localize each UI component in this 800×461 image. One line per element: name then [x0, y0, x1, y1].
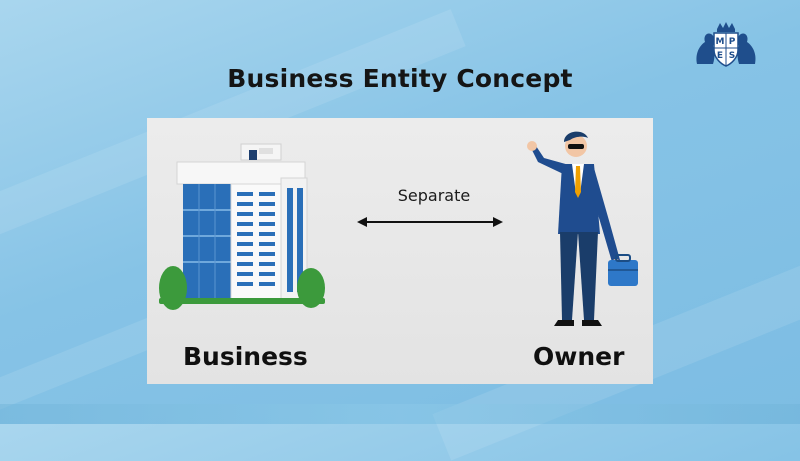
logo-letter: E — [717, 51, 723, 61]
logo-letter: S — [729, 51, 735, 61]
logo-letter: M — [716, 37, 725, 47]
business-label: Business — [183, 342, 308, 371]
page-title: Business Entity Concept — [227, 64, 573, 93]
logo-letter: P — [729, 37, 736, 47]
mpes-logo: M P E S — [696, 22, 756, 67]
separator-label: Separate — [397, 186, 471, 205]
double-arrow-icon — [357, 217, 503, 227]
bottom-strip — [0, 404, 800, 424]
businessman-icon — [527, 131, 638, 326]
owner-label: Owner — [533, 342, 625, 371]
building-icon — [159, 143, 325, 310]
concept-panel: Separate Business Owner — [147, 118, 653, 384]
